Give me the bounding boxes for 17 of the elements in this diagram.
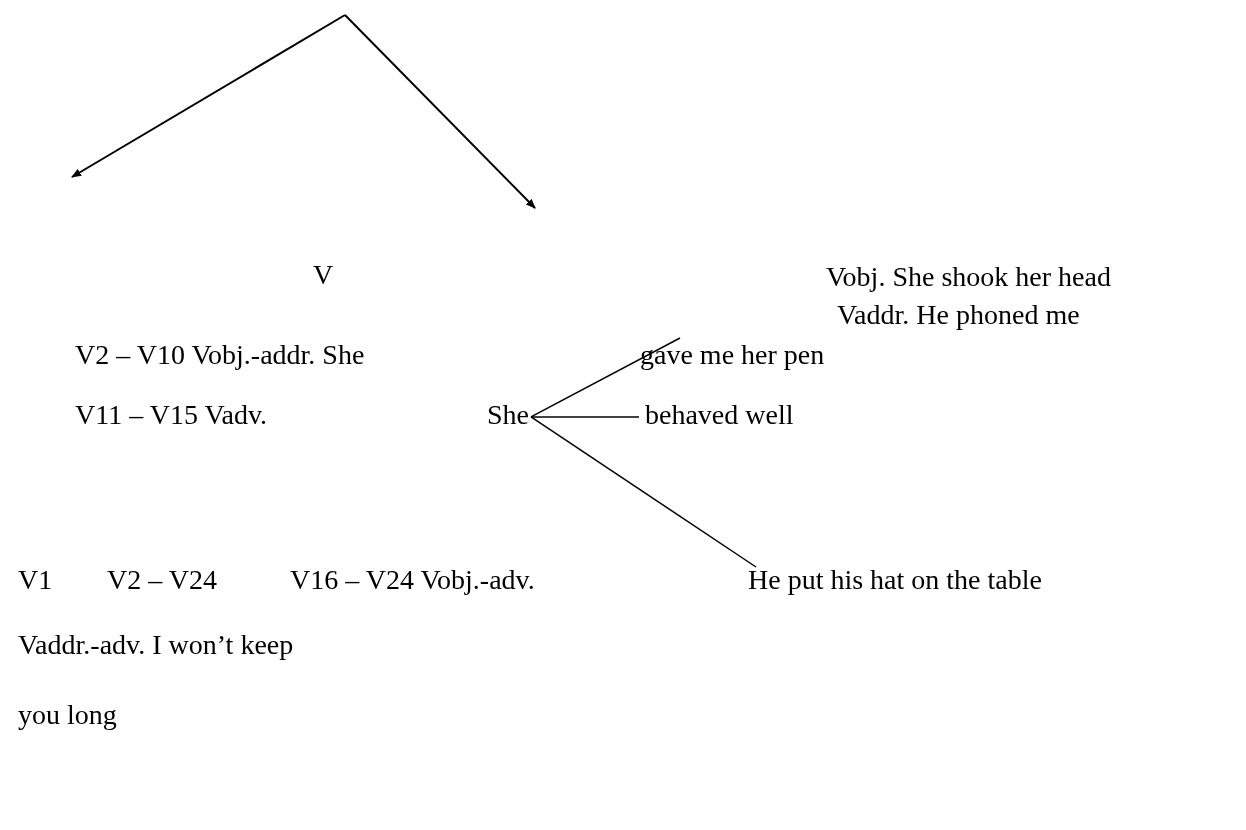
sentence-text: gave me her pen [640,340,825,371]
example-sentence: Vobj. She shook her head [826,262,1111,293]
pattern-label: Vaddr.-adv. I won’t keep [18,630,294,661]
example-sentence: Vaddr. He phoned me [837,300,1080,331]
category-label: V [313,260,334,291]
sentence-text: He put his hat on the table [748,565,1042,596]
pattern-label: V2 – V10 Vobj.-addr. She [75,340,365,371]
pattern-label: V11 – V15 Vadv. [75,400,268,431]
sentence-text: behaved well [645,400,794,431]
pattern-label: V16 – V24 Vobj.-adv. [290,565,535,596]
sentence-text: She [487,400,529,431]
connector-line [530,337,681,418]
connector-line [530,416,757,568]
pattern-label: you long [18,700,117,731]
category-label: V2 – V24 [107,565,217,596]
category-label: V1 [18,565,53,596]
connector-line [530,416,640,418]
